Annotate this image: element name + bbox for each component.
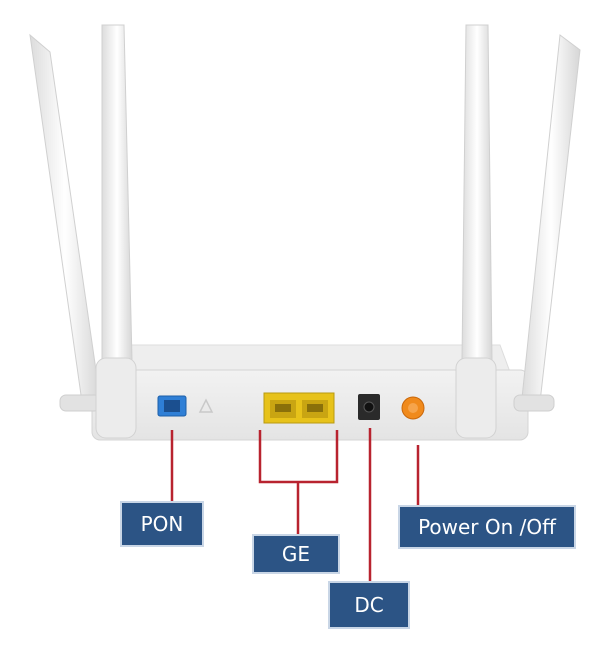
dc-jack — [358, 394, 380, 420]
ge-ports — [263, 392, 335, 424]
antenna-left-outer — [29, 33, 101, 412]
ge-label: GE — [252, 534, 340, 574]
laser-warning-icon — [198, 398, 214, 413]
pon-port — [157, 395, 187, 417]
ge-connector-line — [258, 430, 339, 534]
antenna-right-outer — [513, 34, 581, 412]
dc-label: DC — [328, 581, 410, 629]
router-top-surface — [109, 344, 511, 373]
antenna-left-inner — [95, 24, 137, 439]
antenna-right-inner — [455, 24, 497, 439]
power-on-off-label: Power On /Off — [398, 505, 576, 549]
power-button — [401, 396, 425, 420]
pon-label: PON — [120, 501, 204, 547]
